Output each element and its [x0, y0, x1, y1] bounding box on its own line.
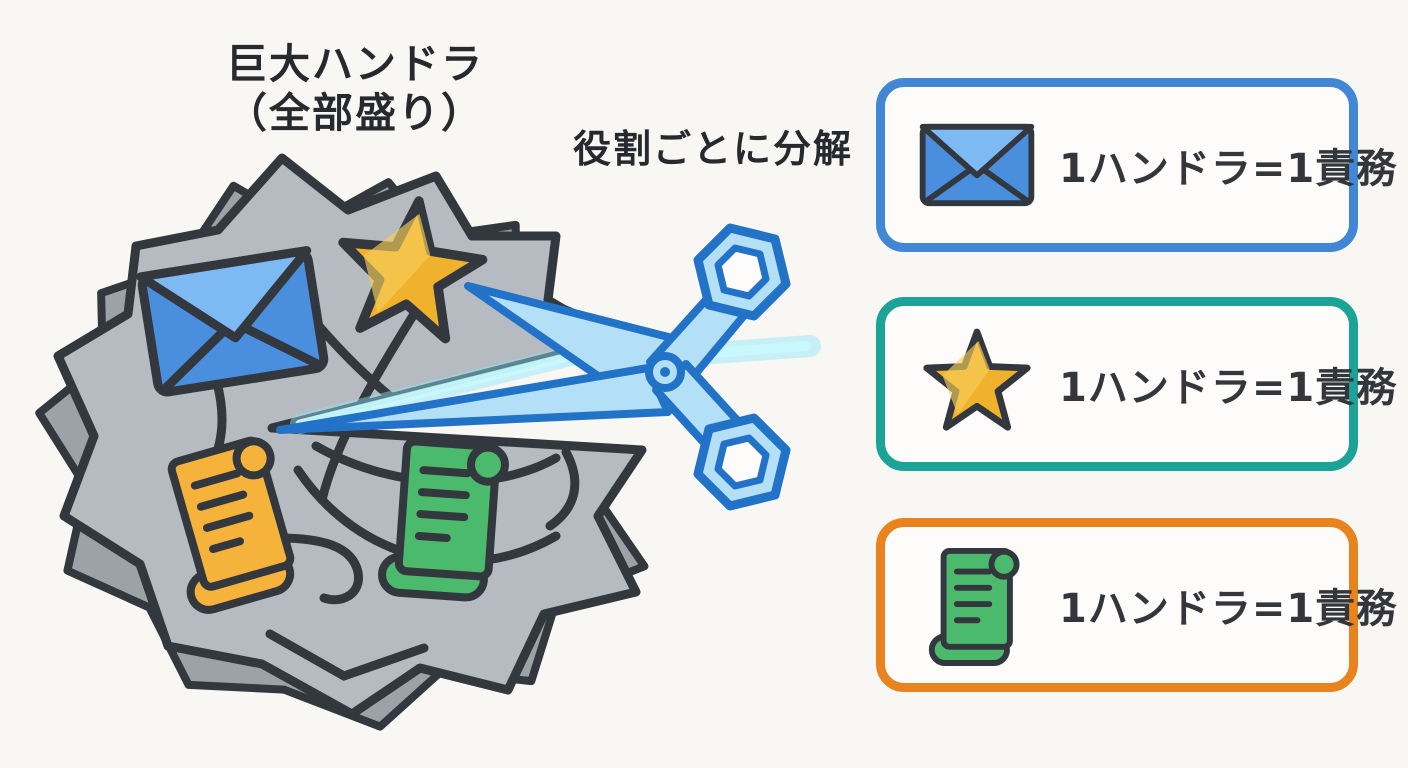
- handler-box-label: 1ハンドラ=1責務: [1059, 146, 1398, 192]
- handler-box-label: 1ハンドラ=1責務: [1059, 586, 1398, 632]
- handler-box-star: 1ハンドラ=1責務: [876, 297, 1396, 471]
- handler-box-label: 1ハンドラ=1責務: [1059, 365, 1398, 411]
- title-line-2: （全部盛り）: [226, 89, 484, 138]
- envelope-icon: [909, 121, 1045, 209]
- handler-box-email: 1ハンドラ=1責務: [876, 78, 1396, 252]
- handler-box-scroll: 1ハンドラ=1責務: [876, 518, 1396, 692]
- title-line-1: 巨大ハンドラ: [226, 40, 484, 88]
- scissors-icon: [276, 228, 786, 506]
- star-icon: [909, 323, 1045, 446]
- giant-handler-illustration: [35, 153, 821, 731]
- scroll-icon: [909, 539, 1045, 672]
- giant-handler-title: 巨大ハンドラ （全部盛り）: [158, 40, 552, 138]
- decompose-label: 役割ごとに分解: [572, 127, 853, 171]
- envelope-icon: [141, 251, 325, 394]
